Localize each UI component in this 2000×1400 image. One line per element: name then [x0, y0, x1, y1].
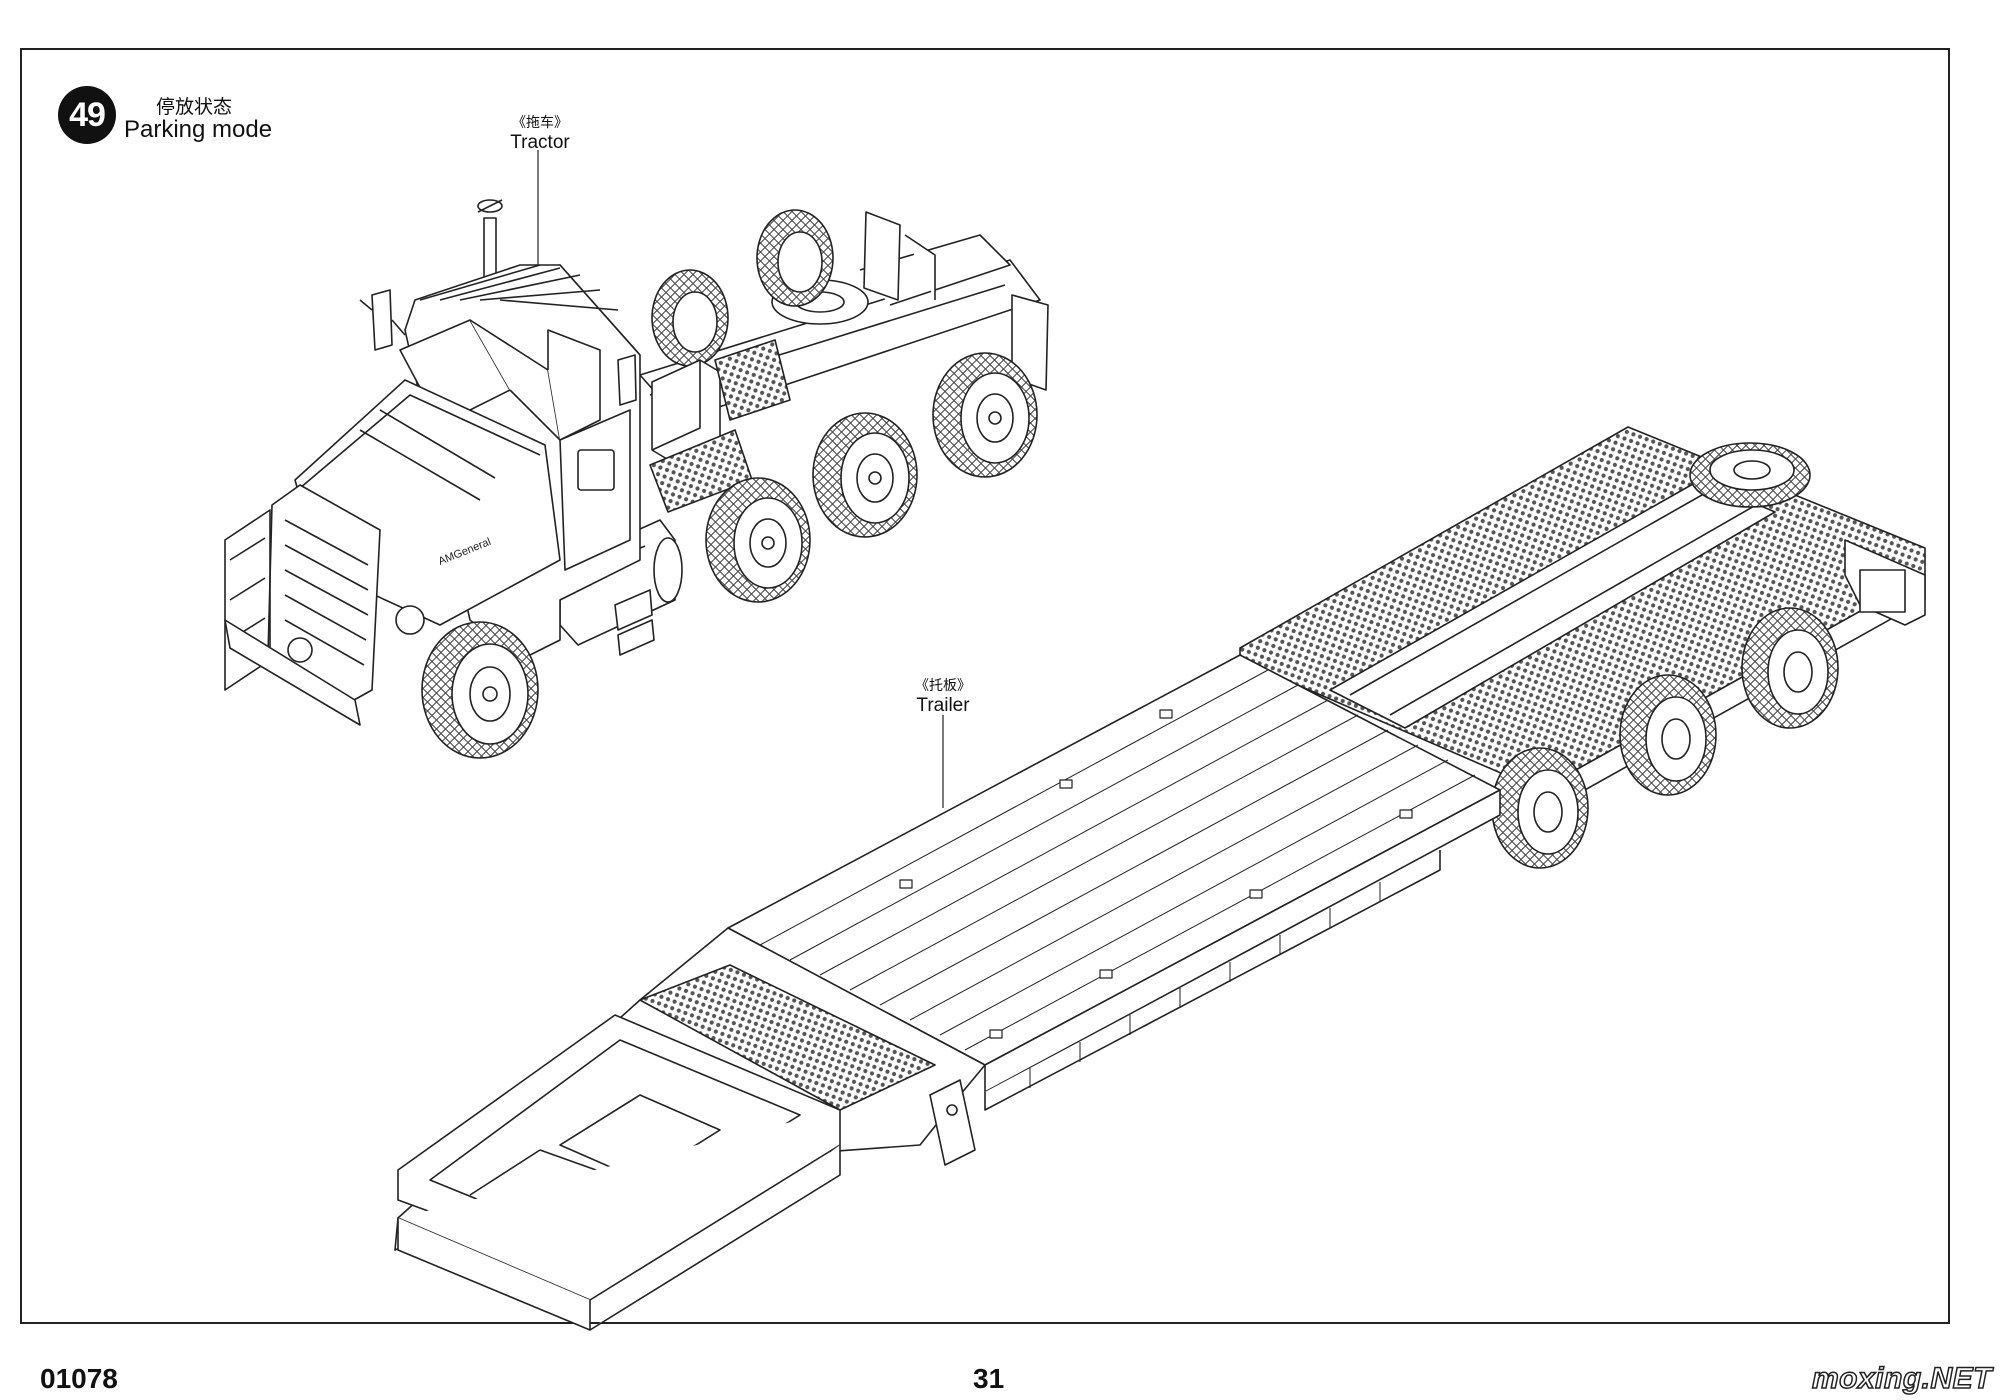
- trailer-callout: 《托板》 Trailer: [900, 675, 986, 717]
- step-title-english: Parking mode: [124, 116, 273, 143]
- trailer-wheel-front: [1491, 747, 1589, 869]
- watermark-logo: moxing.NET: [1811, 1361, 1993, 1396]
- tractor-wheel-rear-left-1: [756, 209, 834, 307]
- trailer-callout-en: Trailer: [916, 695, 970, 716]
- step-number-badge: 49: [58, 86, 116, 144]
- trailer-drawing: [394, 426, 1926, 1331]
- tractor-wheel-right-rear: [932, 352, 1038, 478]
- tractor-wheel-right-front: [421, 621, 539, 759]
- product-code: 01078: [40, 1363, 118, 1394]
- deck-planks: [759, 669, 1476, 1051]
- step-title-chinese: 停放状态: [156, 96, 233, 118]
- tractor-wheel-right-middle: [812, 412, 918, 538]
- trailer-spare-tire: [1689, 442, 1811, 508]
- tractor-wheel-rear-left-2: [651, 269, 729, 367]
- trailer-callout-cn: 《托板》: [915, 678, 971, 694]
- page-number: 31: [973, 1363, 1005, 1394]
- page-border: [20, 48, 1950, 1324]
- tractor-callout: 《拖车》 Tractor: [500, 112, 580, 154]
- tractor-wheel-right-front-rear: [705, 477, 811, 603]
- tractor-callout-cn: 《拖车》: [512, 115, 568, 131]
- trailer-wheel-rear: [1741, 607, 1839, 729]
- trailer-wheel-middle: [1619, 674, 1717, 796]
- tractor-callout-en: Tractor: [510, 132, 570, 153]
- tractor-drawing: AMGeneral: [224, 199, 1049, 759]
